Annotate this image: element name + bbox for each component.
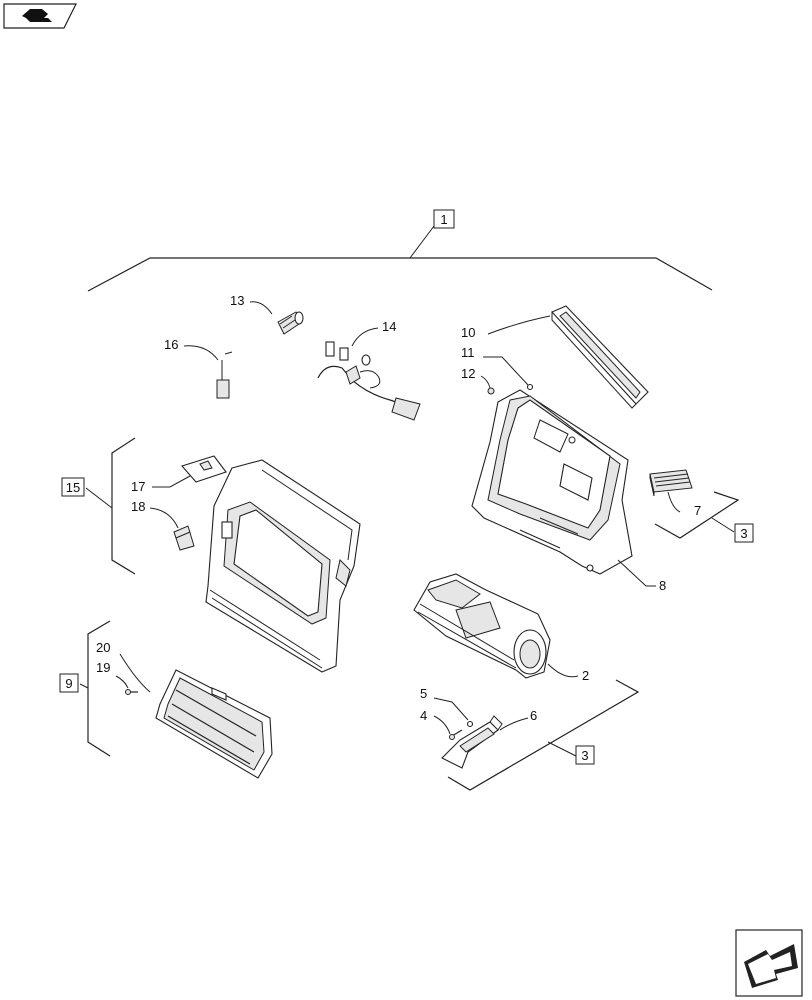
callout-20: 20: [96, 640, 110, 655]
callout-2: 2: [582, 668, 589, 683]
ref-box-3-lower[interactable]: 3: [575, 745, 595, 765]
leader-5: [433, 697, 469, 721]
forward-page-icon[interactable]: [3, 3, 77, 29]
callout-8: 8: [659, 578, 666, 593]
ref-label-1: 1: [440, 212, 447, 227]
callout-19: 19: [96, 660, 110, 675]
part-12-screw[interactable]: [487, 387, 495, 395]
callout-11: 11: [461, 345, 475, 360]
part-16-sensor[interactable]: [216, 351, 233, 399]
callout-13: 13: [230, 293, 244, 308]
ref-label-15: 15: [66, 480, 80, 495]
part-10-filter-frame[interactable]: [551, 305, 649, 409]
part-20-grille[interactable]: [155, 669, 273, 779]
leader-13: [249, 301, 273, 315]
part-17-plate[interactable]: [181, 455, 227, 483]
callout-16: 16: [164, 337, 178, 352]
part-central-housing[interactable]: [205, 459, 361, 673]
callout-10: 10: [461, 325, 475, 340]
callout-17: 17: [131, 479, 145, 494]
leader-7: [667, 491, 681, 513]
part-7-resistor[interactable]: [649, 469, 693, 497]
callout-7: 7: [694, 503, 701, 518]
part-11-screw[interactable]: [526, 383, 534, 391]
leader-12: [480, 375, 491, 389]
leader-20: [119, 653, 151, 693]
leader-6: [499, 717, 529, 731]
callout-14: 14: [382, 319, 396, 334]
assembly-bracket-top: [87, 225, 713, 292]
callout-4: 4: [420, 708, 427, 723]
part-13-knob[interactable]: [277, 311, 304, 335]
ref-label-9: 9: [65, 676, 72, 691]
ref-label-3-lower: 3: [581, 748, 588, 763]
callout-6: 6: [530, 708, 537, 723]
assembly-bracket-3-lower: [447, 679, 640, 791]
leader-2: [547, 663, 579, 678]
part-14-harness[interactable]: [317, 341, 421, 421]
next-page-arrow-icon[interactable]: [735, 929, 803, 997]
leader-11: [483, 356, 529, 386]
ref-box-3-upper[interactable]: 3: [734, 523, 754, 543]
part-19-screw[interactable]: [125, 689, 139, 695]
ref-box-9[interactable]: 9: [59, 673, 79, 693]
part-2-blower[interactable]: [413, 573, 551, 679]
part-5-washer[interactable]: [466, 720, 474, 728]
part-6-bracket[interactable]: [441, 715, 503, 769]
ref-box-15[interactable]: 15: [61, 477, 85, 497]
leader-14: [351, 327, 379, 347]
ref-label-3-upper: 3: [740, 526, 747, 541]
callout-18: 18: [131, 499, 145, 514]
callout-5: 5: [420, 686, 427, 701]
leader-19: [115, 675, 129, 689]
callout-12: 12: [461, 366, 475, 381]
leader-17: [152, 475, 191, 488]
part-18-clip[interactable]: [173, 525, 195, 551]
part-4-screw[interactable]: [449, 729, 463, 740]
leader-10: [487, 315, 551, 335]
assembly-bracket-9: [79, 620, 111, 757]
assembly-bracket-15: [85, 437, 136, 575]
ref-box-1[interactable]: 1: [433, 209, 455, 229]
leader-18: [149, 507, 179, 529]
assembly-bracket-3-upper: [654, 491, 740, 539]
part-8-housing[interactable]: [471, 389, 633, 575]
leader-16: [183, 345, 219, 361]
leader-4: [433, 715, 451, 735]
leader-8: [617, 559, 656, 587]
